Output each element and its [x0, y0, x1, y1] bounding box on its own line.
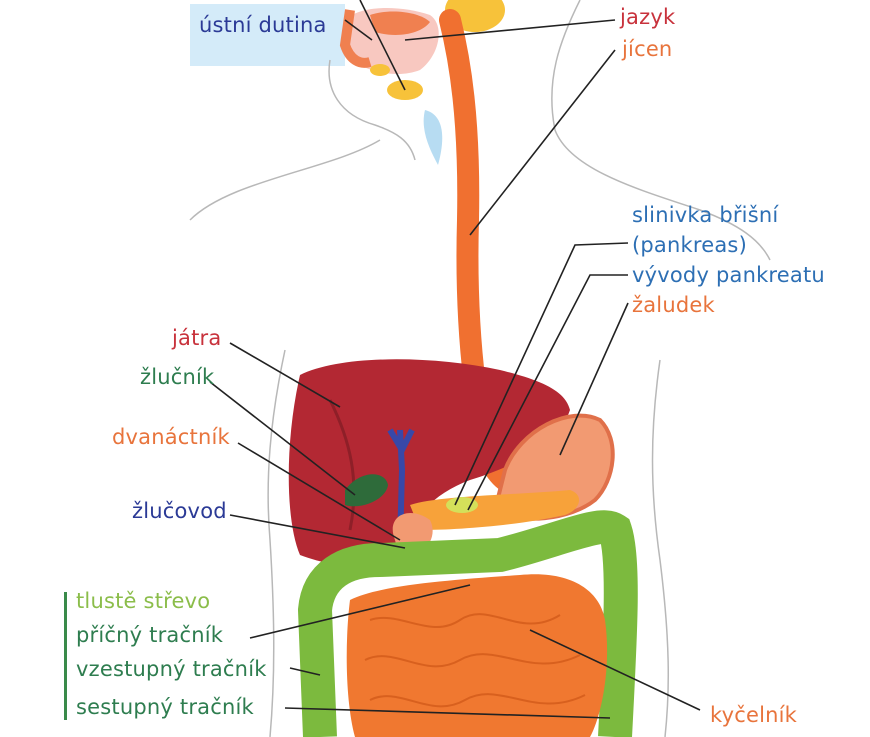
label-pancreatic-ducts: vývody pankreatu	[632, 263, 825, 287]
mouth-label-highlight	[190, 4, 345, 66]
label-descending-colon: sestupný tračník	[76, 695, 254, 719]
leader-lines	[209, 0, 701, 719]
head-mouth-organs	[339, 0, 505, 165]
label-tongue: jazyk	[620, 5, 676, 29]
label-gallbladder: žlučník	[140, 365, 215, 389]
label-ileum: kyčelník	[710, 703, 798, 727]
label-stomach: žaludek	[632, 293, 715, 317]
body-outline	[189, 0, 771, 737]
gallbladder-shape	[345, 474, 388, 507]
small-intestine-shape	[346, 574, 608, 737]
large-intestine-bracket	[64, 592, 67, 720]
large-intestine-shape	[297, 510, 638, 737]
label-transverse-colon: příčný tračník	[76, 623, 224, 647]
label-large-intestine: tlustě střevo	[76, 589, 211, 613]
label-mouth: ústní dutina	[199, 13, 327, 37]
label-liver: játra	[172, 326, 222, 350]
label-ascending-colon: vzestupný tračník	[76, 657, 267, 681]
label-duodenum: dvanáctník	[112, 425, 230, 449]
label-esophagus: jícen	[622, 37, 673, 61]
label-pancreas-line1: slinivka břišní	[632, 203, 779, 227]
label-pancreas-line2: (pankreas)	[632, 233, 747, 257]
label-bile-duct: žlučovod	[132, 499, 227, 523]
